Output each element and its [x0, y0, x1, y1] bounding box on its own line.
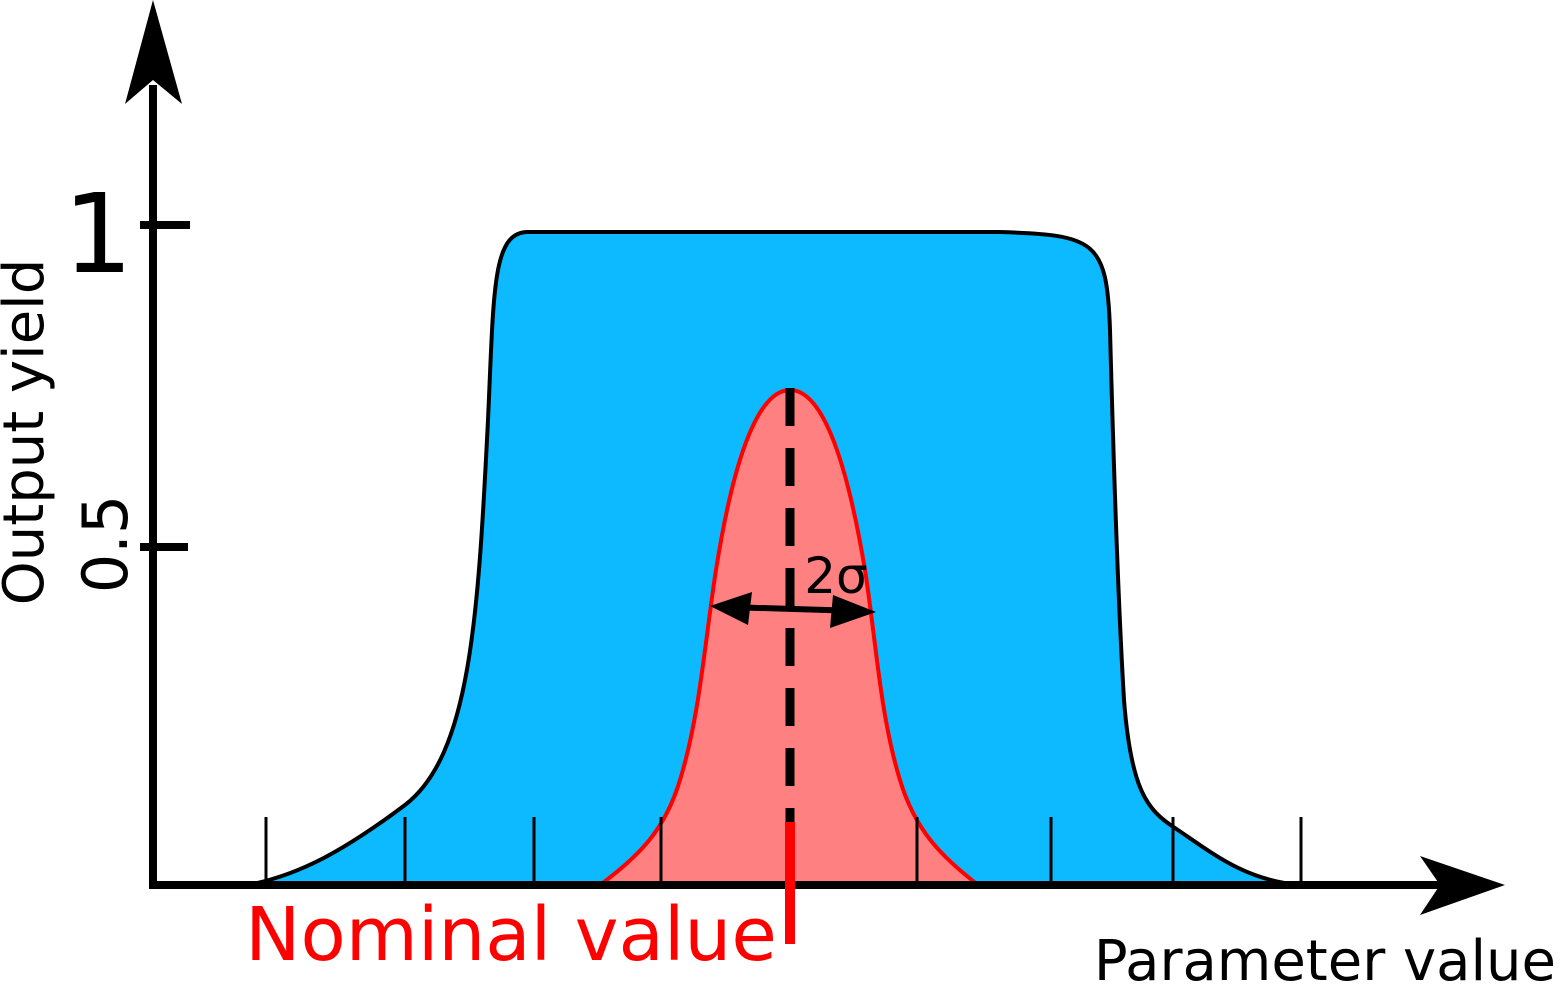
x-axis-arrowhead [1420, 856, 1505, 915]
x-axis-label: Parameter value [1094, 929, 1556, 984]
sigma-arrow-left-head [710, 592, 752, 625]
y-axis-label: Output yield [0, 259, 57, 606]
nominal-value-label: Nominal value [245, 892, 777, 978]
y-tick-1-label: 1 [63, 170, 133, 298]
sigma-label: 2σ [804, 547, 868, 605]
y-tick-half-label: 0.5 [69, 495, 142, 594]
sigma-arrow-right-head [830, 595, 876, 628]
y-axis-arrowhead [125, 0, 182, 104]
x-axis-ticks [264, 817, 1303, 885]
sigma-width-arrow [710, 592, 876, 628]
